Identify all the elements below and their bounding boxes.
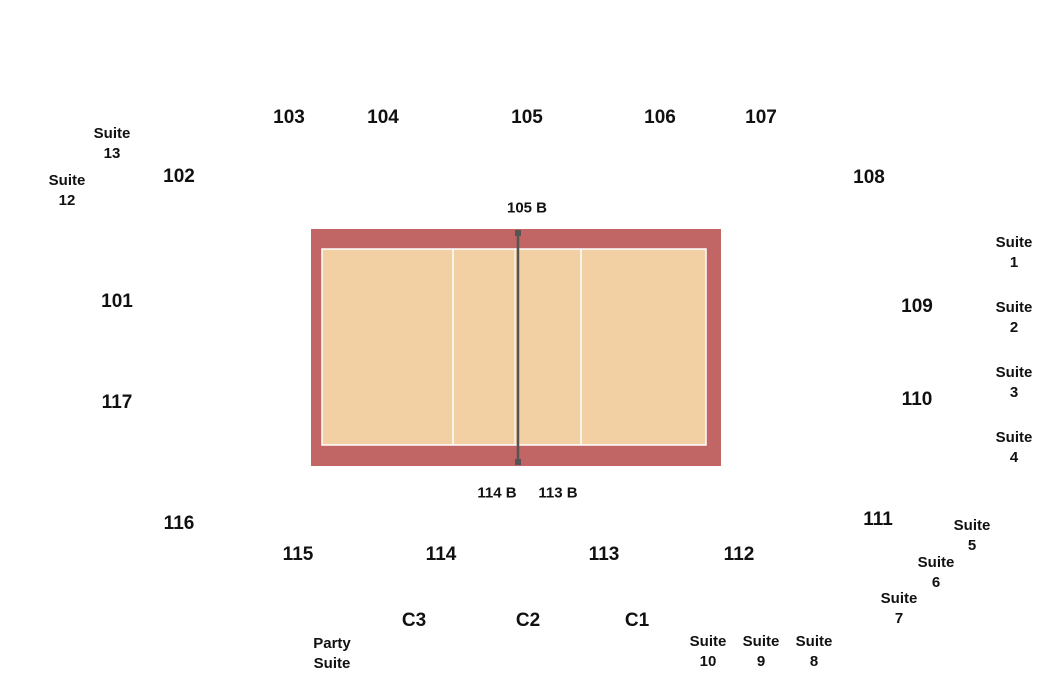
- section-105[interactable]: 105: [511, 107, 543, 128]
- section-101[interactable]: 101: [101, 291, 133, 312]
- section-110[interactable]: 110: [901, 389, 933, 410]
- suite-12[interactable]: Suite 12: [48, 172, 86, 209]
- suite-1[interactable]: Suite 1: [995, 234, 1033, 271]
- suite-6[interactable]: Suite 6: [917, 554, 955, 591]
- suite-2[interactable]: Suite 2: [995, 299, 1033, 336]
- section-106[interactable]: 106: [644, 107, 676, 128]
- section-102[interactable]: 102: [163, 166, 195, 187]
- section-104[interactable]: 104: [367, 107, 399, 128]
- section-103[interactable]: 103: [273, 107, 305, 128]
- party-suite[interactable]: Party Suite: [313, 635, 351, 672]
- suite-13[interactable]: Suite 13: [93, 125, 131, 162]
- suite-4[interactable]: Suite 4: [995, 429, 1033, 466]
- section-111[interactable]: 111: [863, 509, 893, 530]
- suite-10[interactable]: Suite 10: [689, 633, 727, 670]
- suite-9[interactable]: Suite 9: [742, 633, 780, 670]
- suite-7[interactable]: Suite 7: [880, 590, 918, 627]
- section-112[interactable]: 112: [723, 544, 755, 565]
- section-107[interactable]: 107: [745, 107, 777, 128]
- section-109[interactable]: 109: [901, 296, 933, 317]
- suite-8[interactable]: Suite 8: [795, 633, 833, 670]
- suite-5[interactable]: Suite 5: [953, 517, 991, 554]
- section-113b[interactable]: 113 B: [538, 484, 578, 502]
- section-108[interactable]: 108: [853, 167, 885, 188]
- section-c1[interactable]: C1: [624, 610, 650, 631]
- section-115[interactable]: 115: [282, 544, 314, 565]
- section-116[interactable]: 116: [163, 513, 195, 534]
- court-surface: [321, 248, 707, 446]
- section-114[interactable]: 114: [425, 544, 457, 565]
- net-post-bottom: [515, 459, 521, 465]
- suite-3[interactable]: Suite 3: [995, 364, 1033, 401]
- section-105b[interactable]: 105 B: [506, 199, 548, 217]
- net-post-top: [515, 230, 521, 236]
- section-c2[interactable]: C2: [515, 610, 541, 631]
- section-113[interactable]: 113: [588, 544, 620, 565]
- section-114b[interactable]: 114 B: [477, 484, 517, 502]
- section-117[interactable]: 117: [101, 392, 133, 413]
- section-c3[interactable]: C3: [401, 610, 427, 631]
